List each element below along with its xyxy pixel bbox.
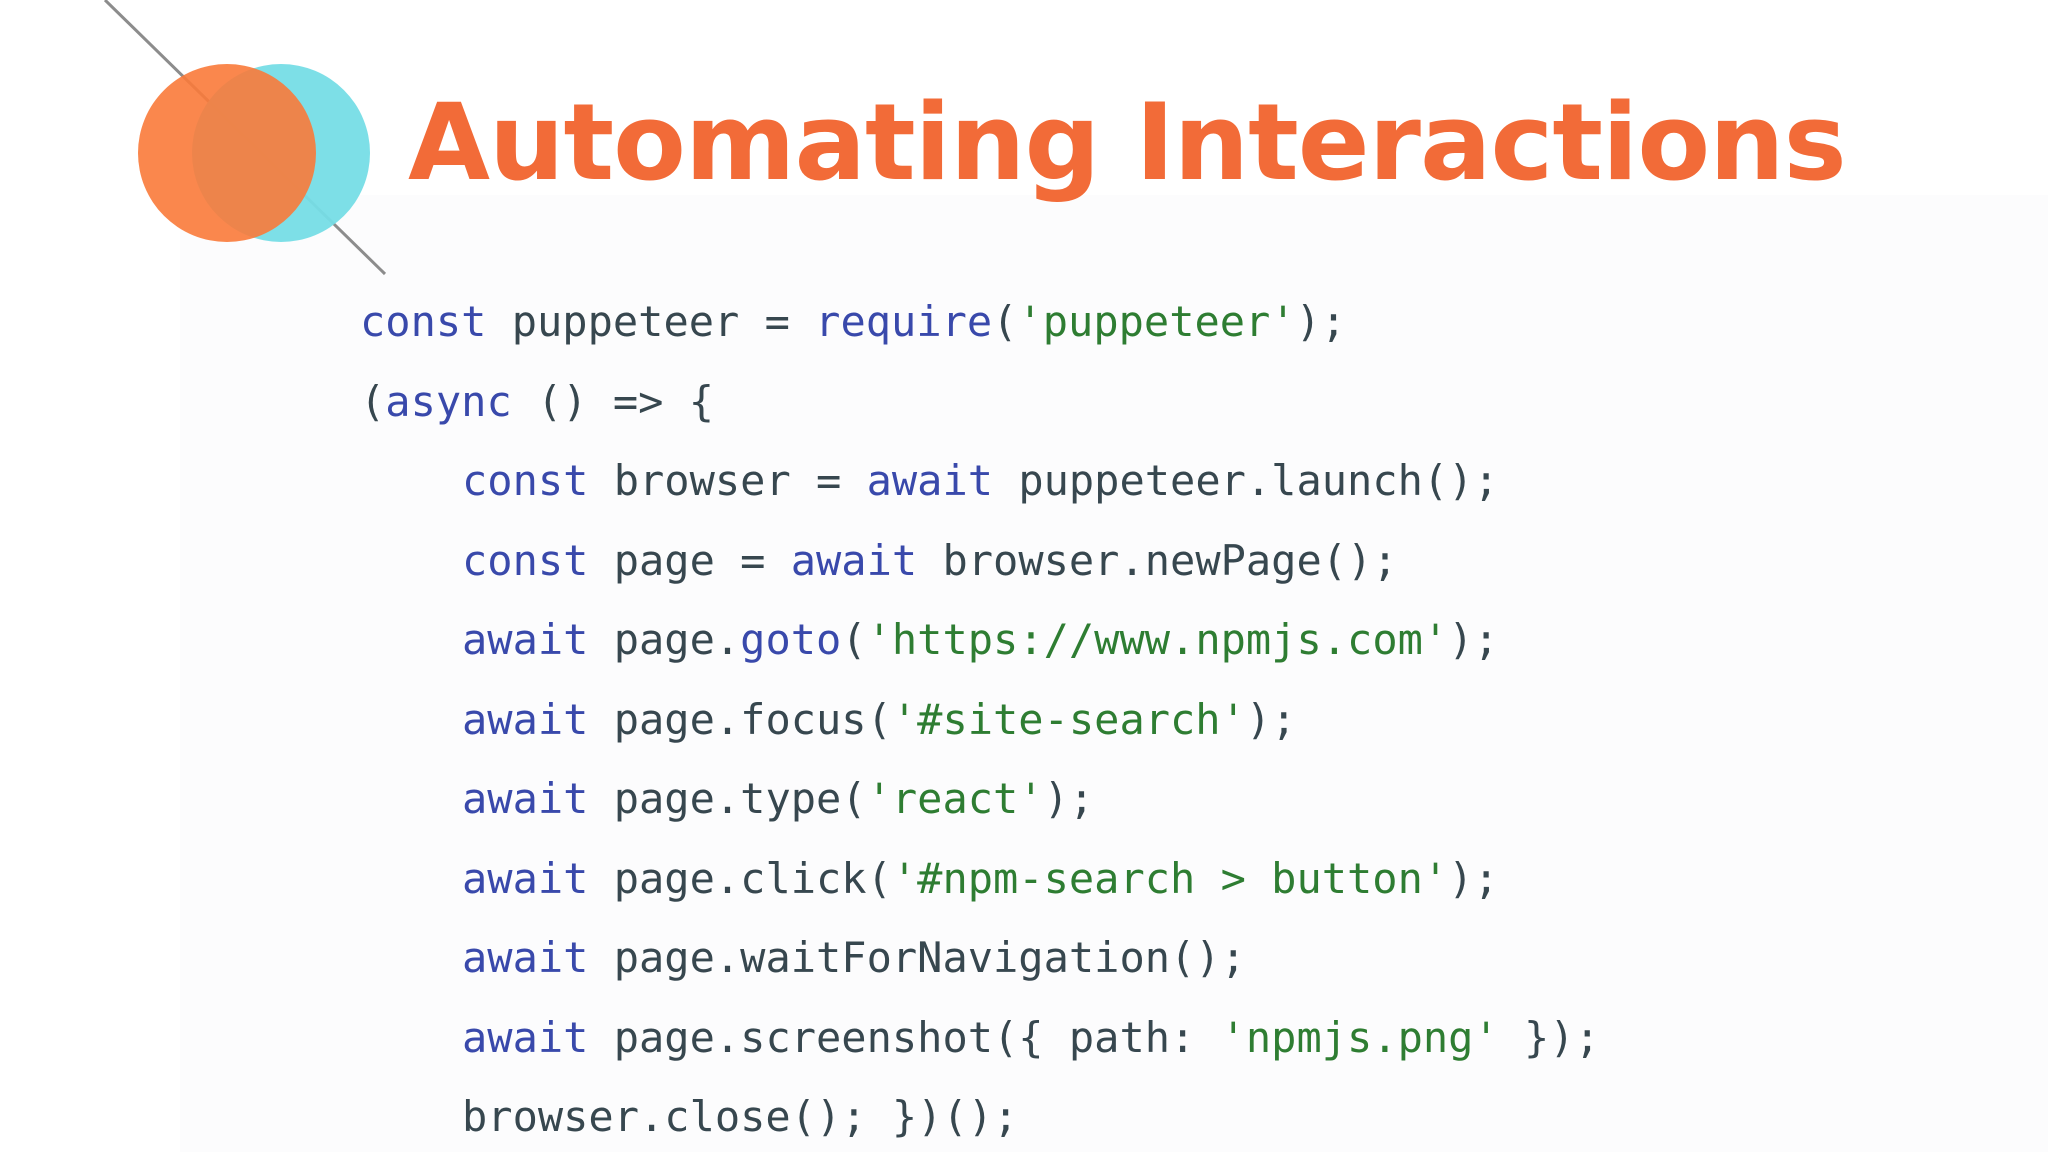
code-text: ); <box>1295 297 1347 346</box>
code-line: const puppeteer = require('puppeteer'); <box>360 282 1600 362</box>
code-text: }); <box>1498 1012 1600 1062</box>
code-line: await page.type('react'); <box>360 759 1600 839</box>
code-text: () => { <box>511 376 715 426</box>
code-line: await page.waitForNavigation(); <box>360 918 1600 998</box>
code-line: await page.goto('https://www.npmjs.com')… <box>360 600 1600 680</box>
code-keyword: await <box>866 456 994 505</box>
code-text: ); <box>1448 615 1499 664</box>
code-text: page.type( <box>588 774 867 823</box>
code-text: browser = <box>588 456 867 505</box>
code-text: page.screenshot({ path: <box>588 1012 1221 1062</box>
code-keyword: await <box>462 933 589 982</box>
code-keyword: await <box>462 1012 589 1062</box>
code-text: ); <box>1043 774 1095 823</box>
code-keyword: async <box>385 376 512 426</box>
code-keyword: await <box>462 615 589 664</box>
code-keyword: require <box>815 297 993 346</box>
code-keyword: await <box>462 853 589 903</box>
code-line: await page.click('#npm-search > button')… <box>360 839 1600 919</box>
code-text: ); <box>1448 853 1499 903</box>
code-line: (async () => { <box>360 362 1600 442</box>
code-text: page.click( <box>588 853 892 903</box>
code-string: '#npm-search > button' <box>891 853 1449 903</box>
code-text: page.focus( <box>588 694 892 744</box>
code-keyword: const <box>462 535 589 585</box>
code-text: ); <box>1245 694 1297 744</box>
code-text: ( <box>992 297 1018 346</box>
code-text: ( <box>841 615 867 664</box>
code-string: 'react' <box>866 774 1044 823</box>
code-string: '#site-search' <box>891 694 1246 744</box>
overlapping-circles-logo-icon <box>103 0 387 276</box>
code-line: await page.screenshot({ path: 'npmjs.png… <box>360 998 1600 1078</box>
code-background <box>180 195 2048 1152</box>
code-line: const browser = await puppeteer.launch()… <box>360 441 1600 521</box>
logo-orange-circle <box>138 64 316 242</box>
code-string: 'puppeteer' <box>1017 297 1296 346</box>
code-text: puppeteer.launch(); <box>993 456 1499 505</box>
code-keyword: goto <box>740 615 842 664</box>
code-text: page = <box>588 535 791 585</box>
code-text: browser.close(); })(); <box>462 1092 1019 1141</box>
code-block: const puppeteer = require('puppeteer');(… <box>360 282 1600 1152</box>
code-line: await page.focus('#site-search'); <box>360 680 1600 760</box>
code-keyword: const <box>462 456 589 505</box>
code-keyword: await <box>462 774 589 823</box>
code-keyword: await <box>462 694 589 744</box>
code-keyword: await <box>790 535 918 585</box>
code-string: 'npmjs.png' <box>1220 1012 1499 1062</box>
code-text: browser.newPage(); <box>917 535 1398 585</box>
code-text: page. <box>588 615 741 664</box>
code-keyword: const <box>360 297 487 346</box>
code-string: 'https://www.npmjs.com' <box>866 615 1449 664</box>
code-line: browser.close(); })(); <box>360 1077 1600 1152</box>
code-text: page.waitForNavigation(); <box>588 933 1246 982</box>
code-line: const page = await browser.newPage(); <box>360 521 1600 601</box>
code-text: ( <box>360 376 386 426</box>
slide-title: Automating Interactions <box>408 81 1847 204</box>
code-text: puppeteer = <box>486 297 816 346</box>
